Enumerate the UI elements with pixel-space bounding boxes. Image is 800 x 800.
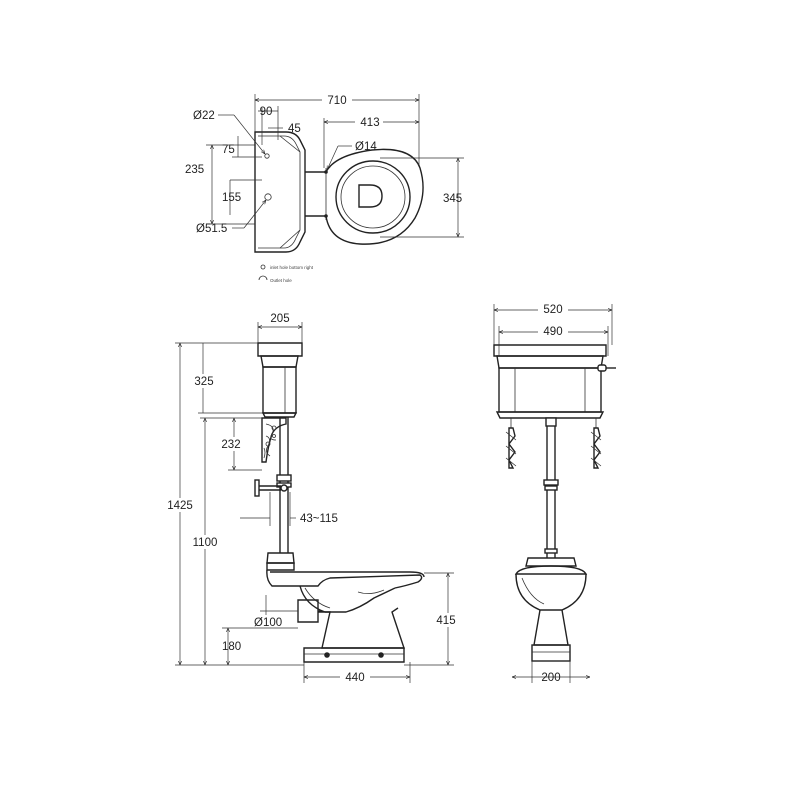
plan-legend: inlet hole bottom right Outlet hole <box>258 264 314 283</box>
dim-345: 345 <box>443 193 462 205</box>
dim-325: 325 <box>194 376 213 388</box>
front-dimensions: 520 490 200 <box>493 302 613 684</box>
dim-232: 232 <box>221 439 240 451</box>
dim-180: 180 <box>222 641 241 653</box>
dim-45: 45 <box>288 123 301 135</box>
dim-1100: 1100 <box>193 537 218 549</box>
front-view: 520 490 200 <box>493 302 616 684</box>
dim-90: 90 <box>260 106 273 118</box>
front-flush-pipe <box>543 417 559 558</box>
side-cistern <box>257 342 303 418</box>
dim-43-115: 43~115 <box>300 513 338 525</box>
dim-75: 75 <box>222 144 235 156</box>
front-cistern <box>493 344 616 419</box>
dim-440: 440 <box>345 672 364 684</box>
dim-413: 413 <box>360 117 379 129</box>
dim-d14: Ø14 <box>355 141 377 153</box>
legend-inlet-text: inlet hole bottom right <box>270 265 314 270</box>
dim-d100: Ø100 <box>254 617 282 629</box>
dim-1425: 1425 <box>167 500 193 512</box>
side-bracket <box>261 417 287 463</box>
side-dimensions: 205 325 232 1425 1100 <box>164 313 461 684</box>
side-view: 205 325 232 1425 1100 <box>164 313 461 684</box>
plan-pan <box>325 148 424 245</box>
dim-205: 205 <box>270 313 289 325</box>
front-pan <box>514 557 588 662</box>
plan-view: 710 90 45 413 Ø22 75 <box>184 92 464 283</box>
plan-dimensions: 710 90 45 413 Ø22 75 <box>184 92 464 238</box>
dim-155: 155 <box>222 192 241 204</box>
legend-outlet-text: Outlet hole <box>270 278 292 283</box>
dim-490: 490 <box>543 326 562 338</box>
dim-d22: Ø22 <box>193 110 215 122</box>
front-chains <box>505 418 602 469</box>
side-pan <box>266 552 425 663</box>
dim-520: 520 <box>543 304 562 316</box>
side-flush-pipe <box>254 417 292 553</box>
dim-200: 200 <box>541 672 560 684</box>
dim-415: 415 <box>436 615 455 627</box>
plan-cistern <box>254 131 306 253</box>
plan-connectors <box>305 168 328 220</box>
dim-d51-5: Ø51.5 <box>196 223 227 235</box>
dim-235: 235 <box>185 164 204 176</box>
dim-710: 710 <box>327 95 346 107</box>
